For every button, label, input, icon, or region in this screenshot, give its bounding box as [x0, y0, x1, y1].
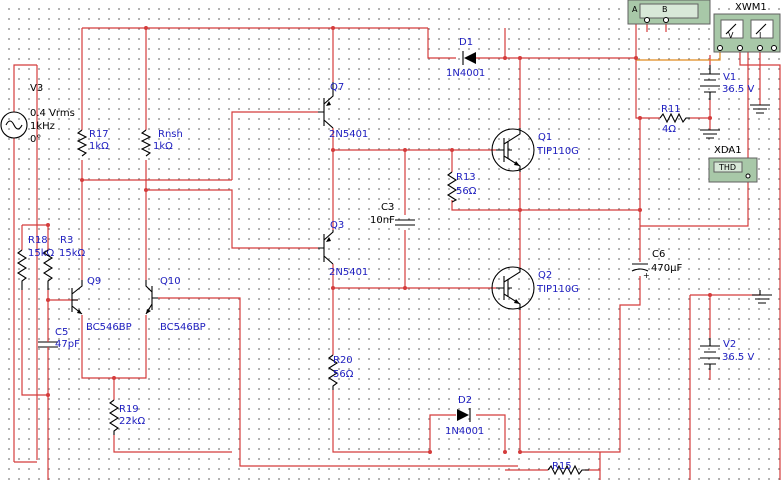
- c5-value: 47pF: [55, 339, 80, 350]
- xmm-terminal-a: A: [632, 5, 638, 14]
- c6-capacitor[interactable]: + C6 470µF: [631, 249, 682, 280]
- r11-resistor[interactable]: R11 4Ω: [659, 104, 690, 135]
- v3-ac-source[interactable]: V3 0.4 Vrms 1kHz 0°: [0, 83, 75, 145]
- q3-ref: Q3: [330, 220, 344, 231]
- v1-dc-source[interactable]: V1 36.5 V: [700, 65, 754, 100]
- junctions: [46, 26, 712, 454]
- q9-ref: Q9: [87, 276, 101, 287]
- r19-value: 22kΩ: [119, 416, 146, 427]
- q2-power-transistor[interactable]: Q2 TIP110G: [491, 266, 579, 310]
- q7-transistor[interactable]: Q7 2N5401: [318, 82, 368, 140]
- multimeter-instrument[interactable]: A B: [627, 0, 711, 25]
- v1-ref: V1: [723, 72, 736, 83]
- xwm1-terminal-v: V: [728, 31, 734, 40]
- c6-value: 470µF: [651, 263, 682, 274]
- distortion-analyzer-xda1[interactable]: XDA1 THD: [708, 145, 758, 183]
- wires: [13, 20, 781, 480]
- d2-ref: D2: [458, 395, 472, 406]
- r20-ref: R20: [333, 355, 353, 366]
- d1-ref: D1: [459, 37, 473, 48]
- r20-value: 56Ω: [333, 369, 354, 380]
- r20-resistor[interactable]: R20 56Ω: [327, 354, 354, 390]
- q3-transistor[interactable]: Q3 2N5401: [318, 220, 368, 278]
- c3-capacitor[interactable]: C3 10nF: [370, 202, 415, 226]
- xda1-ref: XDA1: [714, 145, 742, 156]
- q3-model: 2N5401: [329, 267, 368, 278]
- v3-phase: 0°: [30, 134, 41, 145]
- v3-ref: V3: [30, 83, 43, 94]
- r15-resistor[interactable]: R15: [547, 461, 589, 476]
- r18-value: 15kΩ: [28, 248, 55, 259]
- q1-model: TIP110G: [536, 146, 579, 157]
- wattmeter-xwm1[interactable]: V I XWM1: [713, 2, 781, 53]
- d2-model: 1N4001: [445, 426, 484, 437]
- v2-ref: V2: [723, 339, 736, 350]
- r3-value: 15kΩ: [59, 248, 86, 259]
- q9-model: BC546BP: [86, 322, 132, 333]
- ground-symbol: [700, 104, 772, 304]
- probe-wire: [636, 52, 721, 61]
- xwm1-terminal-i: I: [759, 31, 761, 40]
- c6-ref: C6: [652, 249, 665, 260]
- d1-diode[interactable]: D1 1N4001: [446, 37, 485, 79]
- c3-ref: C3: [381, 202, 394, 213]
- q10-ref: Q10: [160, 276, 181, 287]
- svg-text:+: +: [643, 271, 650, 280]
- r13-resistor[interactable]: R13 56Ω: [446, 171, 477, 203]
- r15-ref: R15: [552, 461, 572, 472]
- r17-value: 1kΩ: [89, 141, 109, 152]
- c5-capacitor[interactable]: C5 47pF: [38, 327, 80, 360]
- r18-resistor[interactable]: R18 15kΩ: [16, 235, 55, 290]
- xwm1-ref: XWM1: [735, 2, 767, 13]
- v2-value: 36.5 V: [722, 352, 754, 363]
- v2-dc-source[interactable]: V2 36.5 V: [700, 338, 754, 370]
- r18-ref: R18: [28, 235, 48, 246]
- r17-ref: R17: [89, 129, 109, 140]
- c3-value: 10nF: [370, 215, 395, 226]
- q7-ref: Q7: [330, 82, 344, 93]
- v3-amplitude: 0.4 Vrms: [30, 108, 75, 119]
- r3-resistor[interactable]: R3 15kΩ: [42, 235, 86, 290]
- q10-model: BC546BP: [160, 322, 206, 333]
- q2-model: TIP110G: [536, 284, 579, 295]
- q1-power-transistor[interactable]: Q1 TIP110G: [491, 128, 579, 172]
- d1-model: 1N4001: [446, 68, 485, 79]
- q2-ref: Q2: [538, 270, 552, 281]
- d2-diode[interactable]: D2 1N4001: [445, 395, 484, 437]
- rnsh-value: 1kΩ: [153, 141, 173, 152]
- r13-value: 56Ω: [456, 186, 477, 197]
- q7-model: 2N5401: [329, 129, 368, 140]
- r3-ref: R3: [60, 235, 73, 246]
- q10-transistor[interactable]: Q10 BC546BP: [145, 276, 206, 333]
- rnsh-resistor[interactable]: Rnsh 1kΩ: [140, 129, 183, 157]
- r11-value: 4Ω: [662, 124, 676, 135]
- xda1-screen: THD: [718, 163, 736, 172]
- v3-frequency: 1kHz: [30, 121, 55, 132]
- v1-value: 36.5 V: [722, 84, 754, 95]
- r11-ref: R11: [661, 104, 681, 115]
- q1-ref: Q1: [538, 132, 552, 143]
- xmm-terminal-b: B: [662, 5, 668, 14]
- rnsh-ref: Rnsh: [158, 129, 183, 140]
- c5-ref: C5: [55, 327, 68, 338]
- r19-ref: R19: [119, 404, 139, 415]
- r19-resistor[interactable]: R19 22kΩ: [108, 399, 146, 435]
- r13-ref: R13: [456, 172, 476, 183]
- q9-transistor[interactable]: Q9 BC546BP: [71, 276, 132, 333]
- r17-resistor[interactable]: R17 1kΩ: [76, 129, 109, 157]
